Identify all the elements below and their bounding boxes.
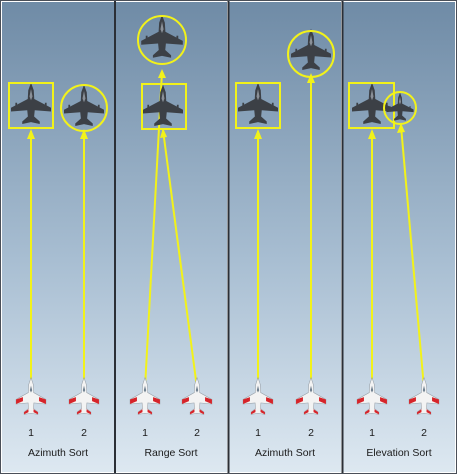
panel-divider-3 [341,1,344,473]
beam-arrowhead [80,129,88,139]
beam-arrowhead [160,128,167,138]
panel-label: Azimuth Sort [28,447,88,459]
beam-arrowhead [27,129,35,139]
unit-number: 1 [255,427,261,439]
panel-azimuth-sort-1: 1 2 Azimuth Sort [8,82,108,459]
circle-target-marker [287,30,335,78]
panel-azimuth-sort-2: 1 2 Azimuth Sort [235,28,335,459]
circle-target-marker [60,84,108,132]
panel-divider-1 [114,1,116,473]
square-target-marker [235,82,281,129]
unit-number: 2 [421,427,427,439]
circle-target-marker [137,15,187,65]
panel-elevation-sort: 1 2 Elevation Sort [348,82,440,459]
unit-number: 2 [81,427,87,439]
radar-beam [162,129,198,389]
panel-2-sky [115,2,227,472]
beam-arrowhead [158,69,166,78]
unit-number: 1 [142,427,148,439]
square-target-marker [141,83,187,130]
panel-range-sort: 1 2 Range Sort [129,14,213,459]
unit-number: 2 [194,427,200,439]
beam-arrowhead [254,129,262,139]
panel-label: Azimuth Sort [255,447,315,459]
square-target-marker [8,82,54,129]
panel-3-sky [229,2,341,472]
unit-number: 1 [28,427,34,439]
square-target-marker [348,82,395,129]
panel-label: Range Sort [144,447,197,459]
panel-4-sky [343,2,455,472]
beam-arrowhead [397,123,405,133]
panel-label: Elevation Sort [366,447,431,459]
unit-number: 1 [369,427,375,439]
radar-beam [400,125,425,389]
beam-arrowhead [368,129,376,139]
panel-divider-2 [227,1,230,473]
circle-target-marker [383,91,417,125]
unit-number: 2 [308,427,314,439]
panel-1-sky [2,2,114,472]
